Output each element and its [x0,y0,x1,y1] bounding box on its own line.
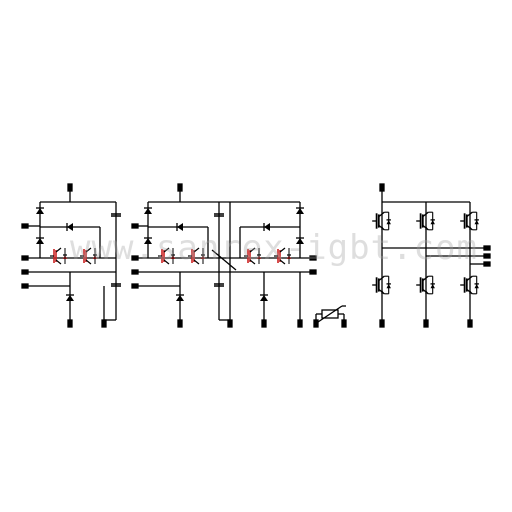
clamp-diode-icon [65,294,75,302]
igbt-icon [79,247,98,265]
npc-leg-circuit [21,183,117,328]
igbt-icon [157,247,176,265]
clamp-diode-icon [263,222,271,232]
clamp-diode-icon [35,207,45,215]
clamp-diode-icon [295,237,305,245]
clamp-diode-icon [175,294,185,302]
igbt-icon [243,247,262,265]
igbt-icon [187,247,206,265]
clamp-diode-icon [143,237,153,245]
igbt-icon [273,247,292,265]
igbt-bridge-circuit [379,183,491,328]
clamp-diode-icon [295,207,305,215]
clamp-diode-icon [35,237,45,245]
clamp-diode-icon [259,294,269,302]
clamp-diode-icon [143,207,153,215]
clamp-diode-icon [176,222,184,232]
igbt-icon [49,247,68,265]
clamp-diode-icon [66,222,74,232]
thermistor-circuit [313,305,347,328]
